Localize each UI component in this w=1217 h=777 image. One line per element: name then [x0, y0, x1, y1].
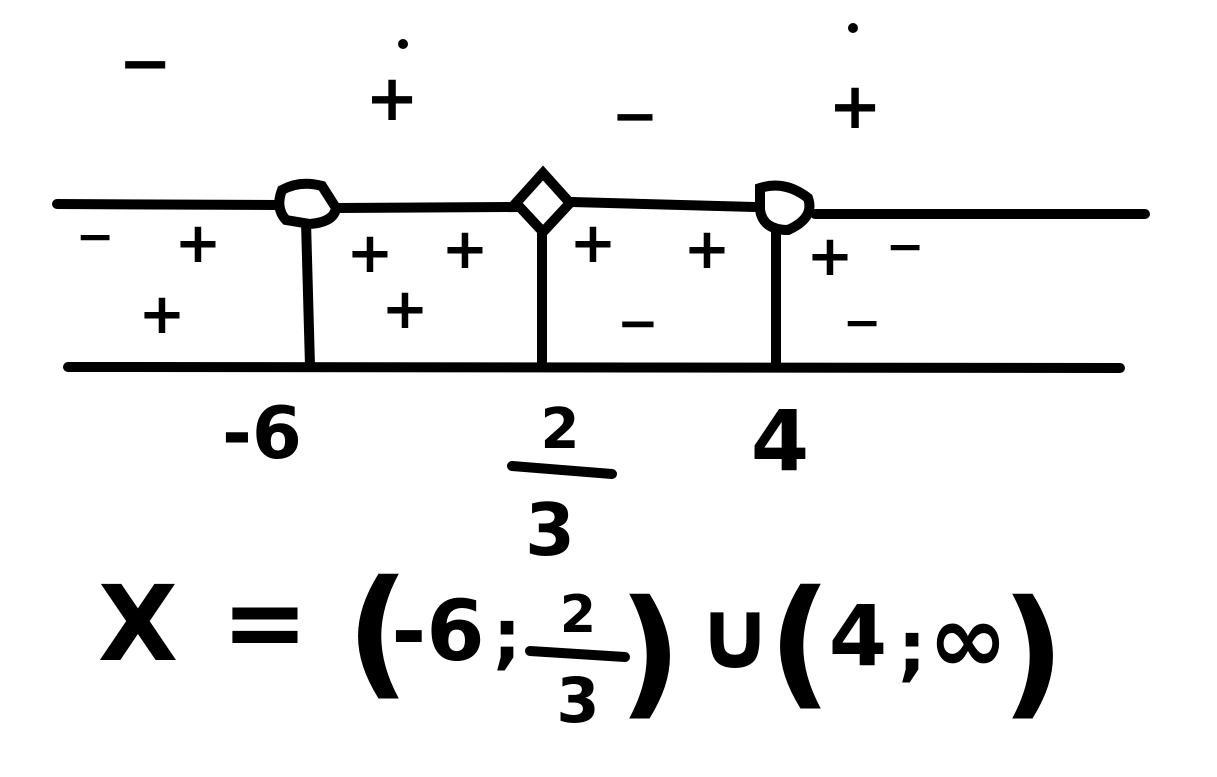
- critical-point-labels: -6 2 3 4: [222, 391, 809, 572]
- interval-sign-4: +: [828, 70, 882, 144]
- factor-signs: − + + + + + + + − + − −: [76, 209, 925, 352]
- interval2-left: 4: [829, 587, 887, 685]
- interval2-right: ∞: [928, 583, 1008, 695]
- factor-sign: +: [442, 217, 489, 282]
- interval1-close-paren: ): [618, 571, 682, 734]
- interval2-separator: ;: [898, 605, 927, 689]
- divider-minus-6: [301, 217, 315, 371]
- factor-sign: −: [843, 295, 882, 349]
- axis-line: [52, 197, 1150, 219]
- factor-sign: −: [76, 209, 115, 263]
- answer-equals: =: [221, 561, 308, 683]
- open-circle-marker-4: [755, 180, 815, 236]
- factor-sign: +: [570, 211, 617, 276]
- bottom-line: [63, 362, 1125, 373]
- interval-sign-3: −: [612, 84, 659, 149]
- factor-sign: +: [139, 282, 186, 347]
- interval2-open-paren: (: [768, 561, 832, 724]
- open-circle-marker-minus-6: [274, 178, 342, 230]
- interval1-right-denominator: 3: [556, 664, 599, 737]
- interval2-close-paren: ): [1001, 571, 1065, 734]
- factor-sign: −: [886, 219, 925, 273]
- factor-sign: +: [807, 224, 854, 289]
- interval1-separator: ;: [493, 593, 522, 677]
- interval1-open-paren: (: [346, 551, 410, 714]
- factor-sign: +: [347, 221, 394, 286]
- factor-sign: +: [382, 277, 429, 342]
- interval-signs: − + − +: [118, 23, 882, 149]
- label-two-thirds-denominator: 3: [525, 488, 575, 572]
- interval1-right-numerator: 2: [560, 585, 596, 645]
- fraction-bar: [507, 461, 617, 479]
- interval1-left: -6: [391, 582, 484, 680]
- label-4: 4: [751, 392, 809, 490]
- union-symbol: ∪: [696, 579, 774, 691]
- interval-sign-1: −: [118, 27, 172, 101]
- sign-table-lines: [52, 197, 1150, 373]
- answer-expression: X = ( -6 ; 2 3 ) ∪ ( 4 ; ∞ ): [98, 551, 1065, 737]
- answer-variable: X: [98, 563, 178, 685]
- factor-sign: −: [617, 294, 659, 352]
- factor-sign: +: [175, 211, 222, 276]
- critical-point-markers: [274, 165, 815, 240]
- mark-dot-1: [398, 39, 408, 49]
- open-diamond-marker-two-thirds: [509, 165, 577, 240]
- factor-sign: +: [684, 217, 731, 282]
- label-two-thirds-numerator: 2: [541, 397, 580, 462]
- mark-dot-2: [848, 23, 858, 33]
- interval1-fraction-bar: [525, 646, 630, 662]
- label-minus-6: -6: [222, 391, 302, 475]
- interval-sign-2: +: [365, 62, 419, 136]
